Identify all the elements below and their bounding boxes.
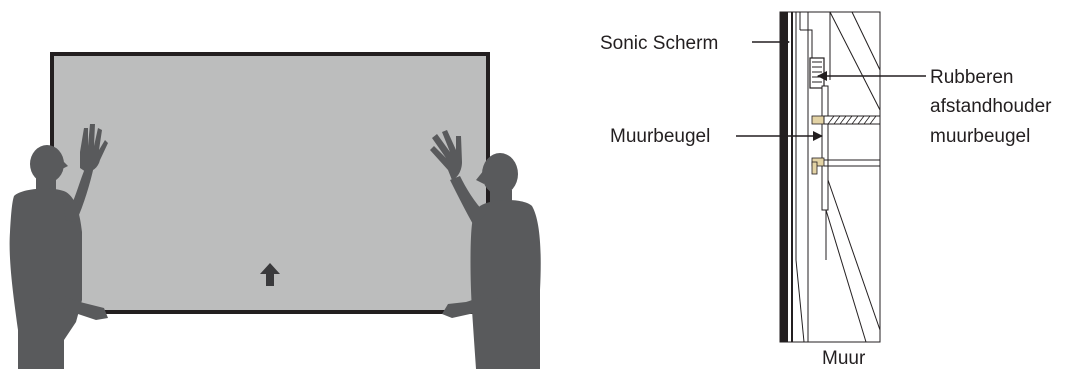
person-right-silhouette [430, 130, 541, 369]
person-left-silhouette [9, 124, 108, 369]
label-bracket: Muurbeugel [610, 126, 710, 147]
wall-bracket [821, 85, 829, 211]
upper-wall-rail [823, 115, 881, 125]
arrow-up-icon [260, 263, 280, 286]
label-screen: Sonic Scherm [600, 33, 718, 54]
label-spacer-line2: afstandhouder [930, 96, 1052, 117]
label-spacer-line1: Rubberen [930, 67, 1013, 88]
callout-labels: Sonic Scherm Muurbeugel Rubberen afstand… [600, 33, 1052, 369]
screen-front-layer [780, 12, 788, 342]
mounting-cross-section [779, 11, 881, 343]
label-spacer-line3: muurbeugel [930, 126, 1030, 147]
installation-scene [9, 52, 541, 369]
bracket-hook-upper [811, 115, 825, 125]
label-wall: Muur [822, 348, 866, 369]
